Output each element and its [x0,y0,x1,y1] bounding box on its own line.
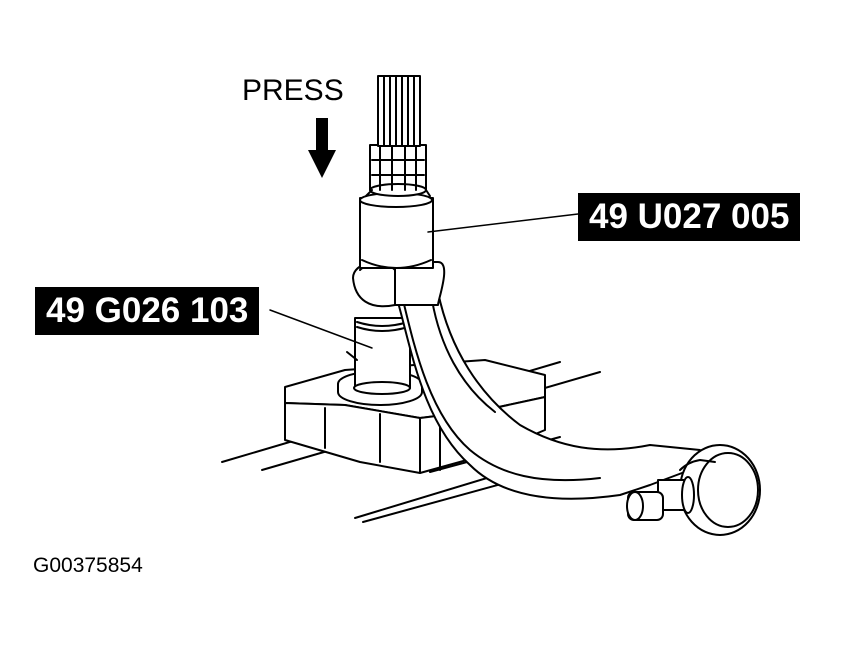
lower-tool-callout: 49 G026 103 [35,287,260,335]
upper-tool-callout: 49 U027 005 [578,193,801,241]
leader-lines [269,213,579,349]
upper-tool-cylinder [359,192,434,269]
control-arm [394,291,761,536]
figure-id: G00375854 [33,554,143,577]
press-label: PRESS [242,74,344,107]
press-ram [365,75,431,197]
press-arrow-icon [308,118,336,178]
